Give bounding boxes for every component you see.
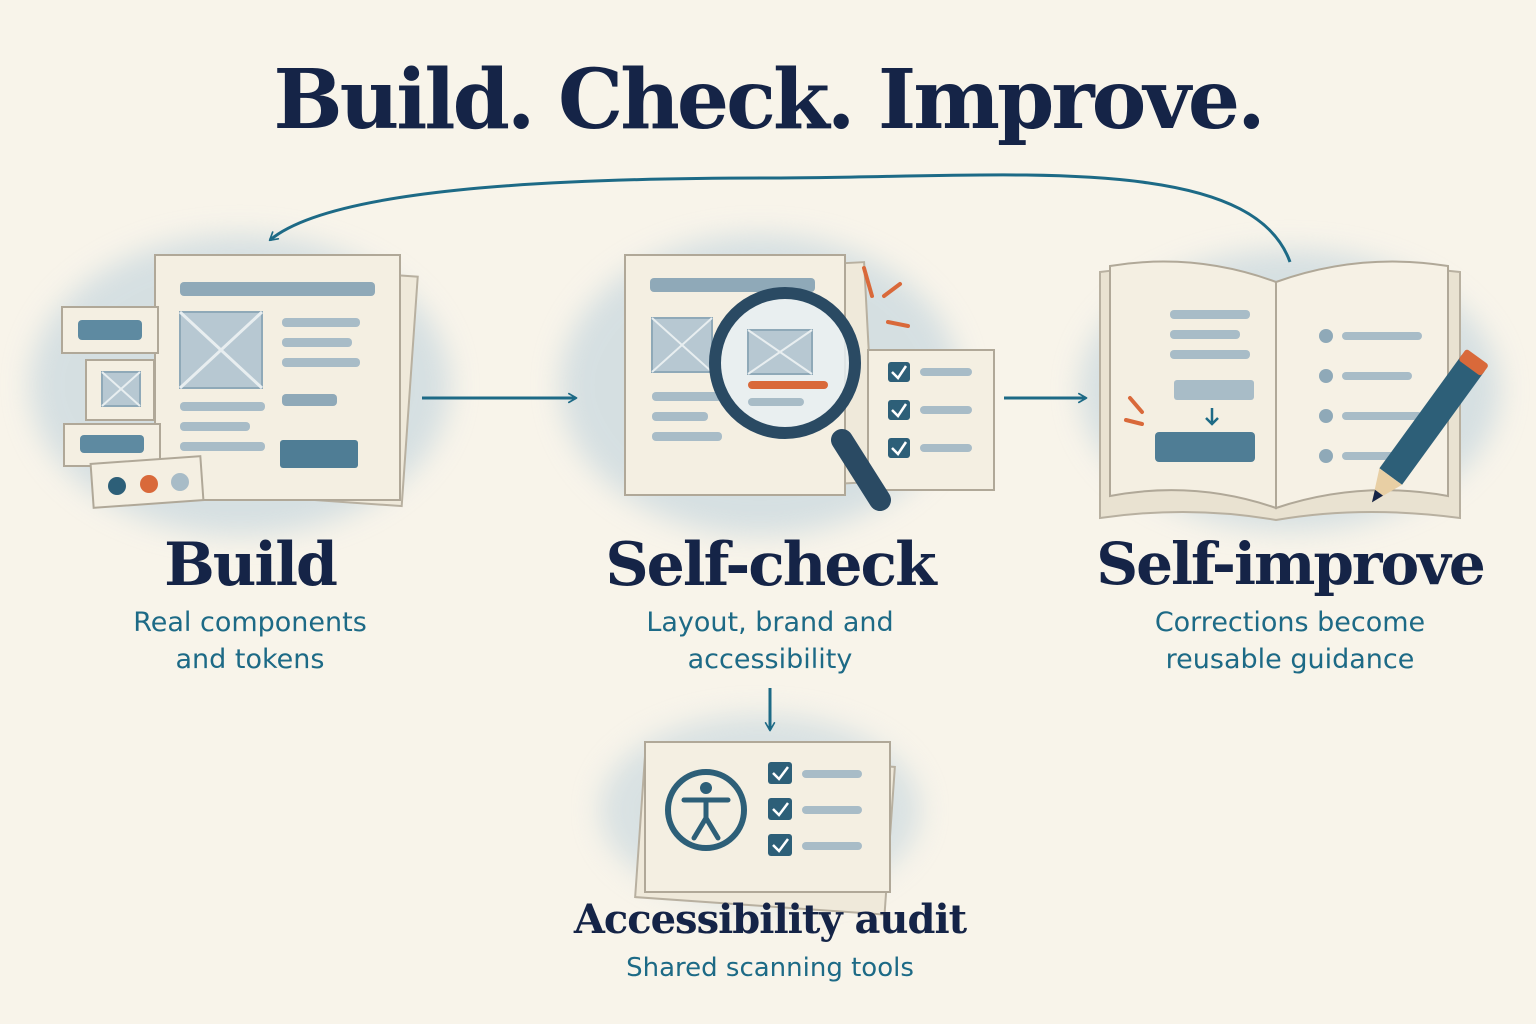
accessibility-audit-description-line-1: Shared scanning tools: [626, 953, 914, 983]
build-description: Real components and tokens: [80, 604, 420, 678]
self-improve-description: Corrections become reusable guidance: [1110, 604, 1470, 678]
self-check-heading: Self-check: [605, 530, 936, 600]
build-components-icon: [61, 254, 419, 509]
magnifying-glass-icon: [624, 254, 995, 511]
open-book-pencil-icon: [1099, 260, 1488, 522]
build-description-line-1: Real components: [133, 607, 367, 638]
self-improve-description-line-1: Corrections become: [1154, 607, 1426, 638]
accessibility-audit-heading: Accessibility audit: [573, 896, 967, 943]
build-description-line-2: and tokens: [175, 644, 325, 675]
self-check-description-line-2: accessibility: [687, 644, 853, 675]
self-improve-heading: Self-improve: [1096, 530, 1486, 598]
accessibility-person-icon: [634, 741, 896, 916]
loop-back-arrow: [268, 173, 1292, 263]
self-check-description-line-1: Layout, brand and: [646, 607, 894, 638]
self-improve-description-line-2: reusable guidance: [1165, 644, 1415, 675]
build-heading: Build: [164, 530, 338, 600]
flow-arrows: [268, 173, 1292, 732]
page-title: Build. Check. Improve.: [273, 52, 1265, 148]
accessibility-audit-description: Shared scanning tools: [560, 950, 980, 987]
self-check-description: Layout, brand and accessibility: [590, 604, 950, 678]
